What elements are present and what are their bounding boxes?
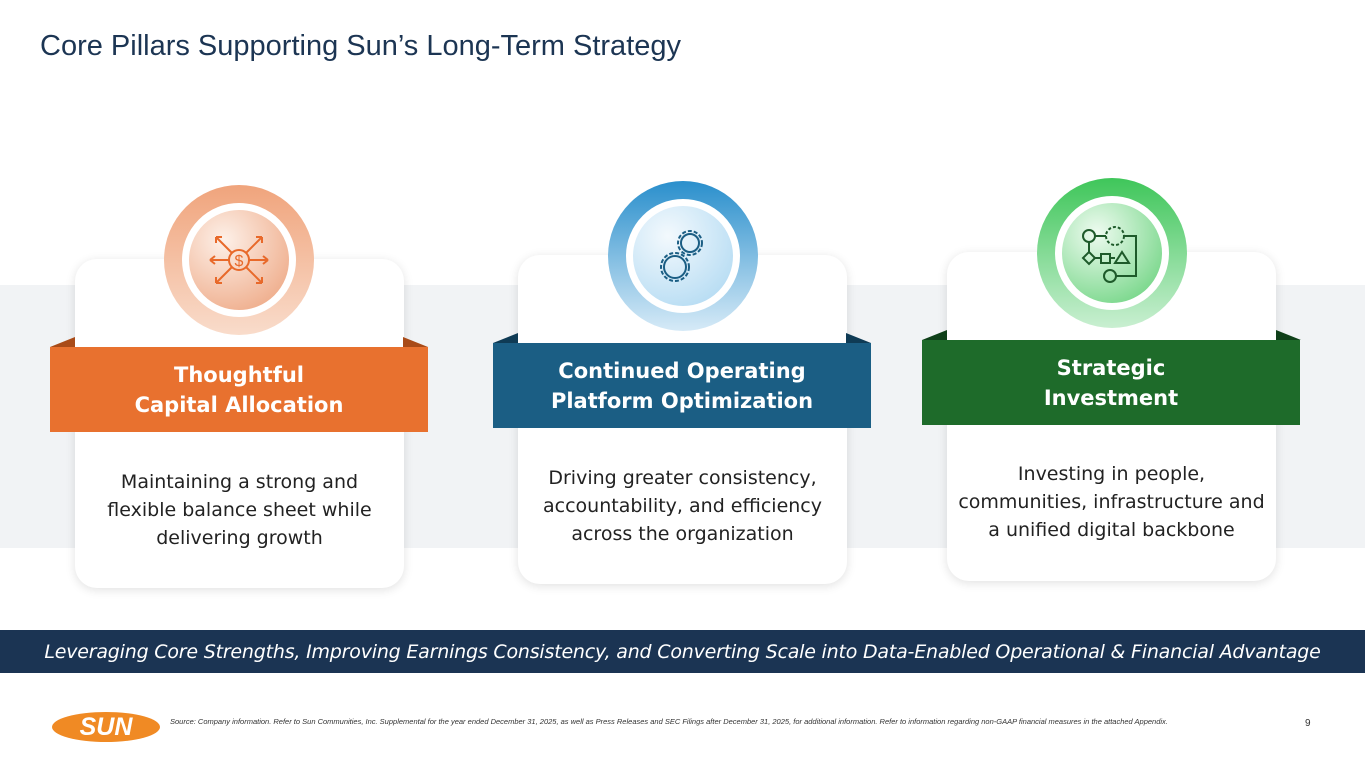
- strategy-banner: Leveraging Core Strengths, Improving Ear…: [0, 630, 1365, 673]
- ribbon-fold: [50, 337, 75, 347]
- ribbon-fold: [493, 333, 518, 343]
- page-title: Core Pillars Supporting Sun’s Long-Term …: [40, 30, 682, 62]
- pillar-title-line: Investment: [1043, 385, 1179, 410]
- dollar-arrows-icon: $: [182, 203, 296, 317]
- pillar-description: Maintaining a strong and flexible balanc…: [107, 471, 372, 549]
- ribbon-fold: [846, 333, 871, 343]
- pillar-icon-ring: $: [164, 185, 314, 335]
- ribbon-fold: [1276, 330, 1301, 340]
- pillar-title-line: Thoughtful: [174, 362, 304, 387]
- pillar-title-line: Capital Allocation: [134, 392, 344, 417]
- pillar-title-line: Continued Operating: [558, 358, 806, 383]
- pillar-description: Investing in people, communities, infras…: [958, 463, 1265, 541]
- pillar-title-line: Strategic: [1056, 355, 1166, 380]
- process-flow-icon: [1055, 196, 1169, 310]
- pillar-description: Driving greater consistency, accountabil…: [543, 467, 822, 545]
- gears-icon: [626, 199, 740, 313]
- pillar-icon-ring: [1037, 178, 1187, 328]
- source-footnote: Source: Company information. Refer to Su…: [170, 717, 1168, 726]
- ribbon-fold: [922, 330, 947, 340]
- pillar-title-line: Platform Optimization: [550, 388, 814, 413]
- pillar-icon-ring: [608, 181, 758, 331]
- sun-logo: SUN: [52, 712, 160, 742]
- page-number: 9: [1305, 718, 1311, 729]
- svg-text:$: $: [235, 253, 244, 270]
- ribbon-fold: [403, 337, 428, 347]
